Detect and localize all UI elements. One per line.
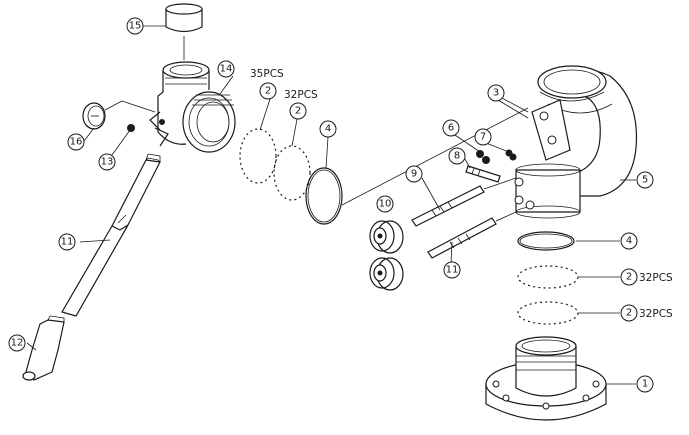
svg-text:4: 4 [325,124,331,135]
svg-text:16: 16 [70,137,83,148]
part-3-bolt-cluster [497,99,529,119]
part-17-gauge [82,100,156,130]
callout-14: 13 [98,153,116,171]
part-7-washer [505,149,517,161]
callout-16: 12 [8,334,26,352]
svg-text:12: 12 [11,338,24,349]
part-2-ball-ring-32pcs-upper [273,145,311,201]
callout-15: 11 [58,233,76,251]
callout-2-32pcs-upper: 32PCS 2 [284,89,318,120]
callout-2-32pcs-right-upper: 2 32PCS [620,268,673,286]
svg-text:13: 13 [101,157,114,168]
callout-4-left: 4 [319,120,337,138]
callout-6: 6 [442,119,460,137]
callout-4-right: 4 [620,232,638,250]
svg-text:15: 15 [129,21,142,32]
part-4-seal-ring-right [517,231,575,251]
part-10-handwheel-lower [369,257,404,291]
part-4-seal-ring-left [305,167,343,225]
svg-text:32PCS: 32PCS [639,272,673,284]
part-11-bolt [427,211,517,259]
callout-17: 16 [67,133,85,151]
part-6-nut [476,150,490,164]
part-2-ball-ring-32pcs-right-upper [517,265,579,289]
svg-text:32PCS: 32PCS [284,89,318,101]
svg-text:3: 3 [493,88,499,99]
callout-2-32pcs-right-lower: 2 32PCS [620,304,673,322]
part-5-elbow [514,65,638,219]
callout-8: 8 [448,147,466,165]
callout-10: 10 [376,195,394,213]
part-1-base-flange [485,336,607,421]
callout-5: 5 [636,171,654,189]
part-13-cap [165,3,203,60]
svg-text:35PCS: 35PCS [250,68,284,80]
svg-text:7: 7 [480,132,486,143]
svg-text:2: 2 [626,272,632,283]
callout-2-35pcs: 35PCS 2 [250,68,284,100]
part-10-handwheel-upper [369,220,404,254]
callout-9: 9 [405,165,423,183]
part-12-valve-body [149,61,236,153]
svg-text:2: 2 [265,86,271,97]
part-16-coupling [22,315,65,381]
svg-text:8: 8 [454,151,460,162]
svg-text:9: 9 [411,169,417,180]
svg-text:10: 10 [379,199,392,210]
part-15-shaft [61,153,161,317]
part-8-pin [465,165,501,183]
part-9-bolt [411,177,517,227]
callout-13: 15 [126,17,144,35]
callout-12: 14 [217,60,235,78]
callout-7: 7 [474,128,492,146]
callout-1: 1 [636,375,654,393]
svg-text:11: 11 [61,237,74,248]
svg-text:32PCS: 32PCS [639,308,673,320]
svg-text:6: 6 [448,123,454,134]
callout-3: 3 [487,84,505,102]
part-14-nut [127,124,135,132]
svg-text:4: 4 [626,236,632,247]
svg-text:5: 5 [642,175,648,186]
part-2-ball-ring-32pcs-right-lower [517,301,579,325]
callout-11: 11 [443,261,461,279]
part-2-ball-ring-35pcs [239,128,277,184]
svg-text:14: 14 [220,64,233,75]
svg-text:1: 1 [642,379,648,390]
svg-text:2: 2 [295,106,301,117]
svg-text:2: 2 [626,308,632,319]
svg-text:11: 11 [446,265,459,276]
